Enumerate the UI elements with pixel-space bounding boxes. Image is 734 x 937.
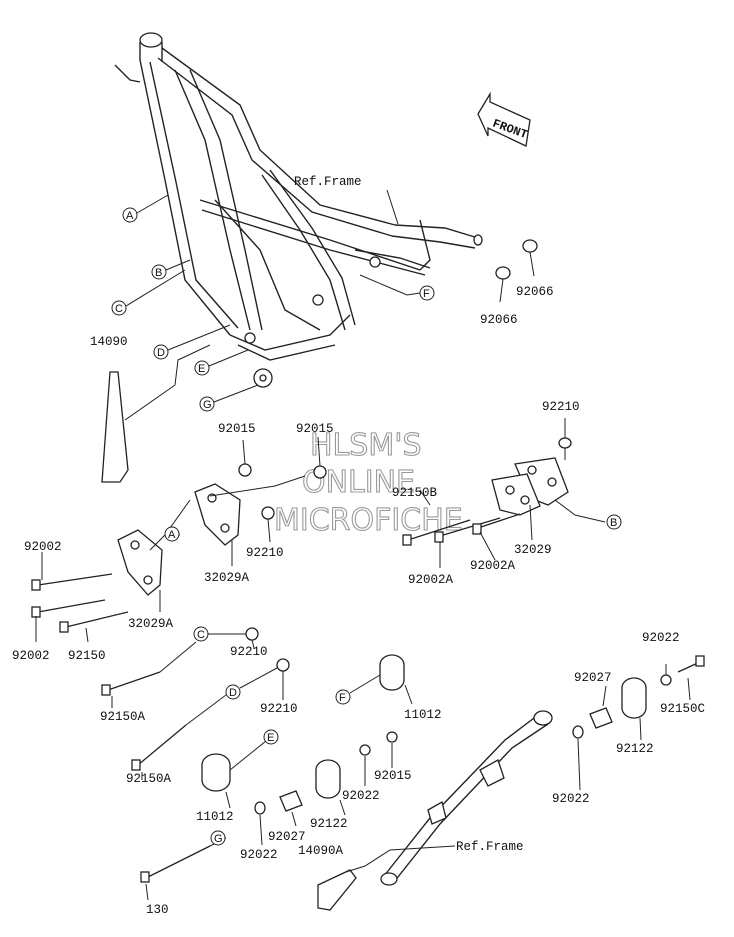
part-number: 11012 (404, 708, 442, 722)
part-number: 92022 (240, 848, 278, 862)
part-number: 32029 (514, 543, 552, 557)
frame-guard-14090 (101, 344, 211, 483)
plug-92066 (495, 239, 538, 303)
watermark-line: HLSM'S (310, 428, 422, 463)
callout-label: A (126, 210, 134, 222)
lower-frame-rail (317, 710, 553, 911)
callouts-bolts: C D (193, 626, 241, 700)
part-number: 92022 (342, 789, 380, 803)
part-number: 92122 (616, 742, 654, 756)
part-number: 92002 (12, 649, 50, 663)
part-number: 92002A (408, 573, 454, 587)
part-number: 92015 (374, 769, 412, 783)
part-number: 92122 (310, 817, 348, 831)
part-number: 92015 (296, 422, 334, 436)
part-number: 92210 (230, 645, 268, 659)
callouts-lower: F E G (210, 689, 351, 846)
engine-bracket-32029a (31, 436, 327, 643)
callout-label: G (214, 833, 223, 845)
right-hardware (572, 655, 705, 791)
part-number: 92210 (260, 702, 298, 716)
callout-label: G (203, 399, 212, 411)
part-number: 92027 (574, 671, 612, 685)
watermark: HLSM'S ONLINE MICROFICHE (273, 427, 463, 538)
part-number: 92002 (24, 540, 62, 554)
part-number: 14090 (90, 335, 128, 349)
part-number: 92150A (100, 710, 146, 724)
engine-bracket-32029 (402, 418, 606, 568)
callout-a-lower: A (164, 526, 180, 542)
callout-label: B (155, 267, 162, 279)
spacers-collars (140, 654, 413, 901)
part-number: 11012 (196, 810, 234, 824)
part-number: 92002A (470, 559, 516, 573)
part-number: 92150B (392, 486, 438, 500)
callout-label: C (197, 629, 205, 641)
part-number: 14090A (298, 844, 344, 858)
part-number: 92210 (542, 400, 580, 414)
callout-label: D (229, 687, 237, 699)
callout-label: C (115, 303, 123, 315)
callout-label: E (198, 363, 205, 375)
callout-label: B (610, 517, 617, 529)
part-number: 92022 (552, 792, 590, 806)
front-direction-arrow: FRONT (477, 91, 531, 147)
callout-label: A (168, 529, 176, 541)
part-number: 92066 (480, 313, 518, 327)
callout-label: D (157, 347, 165, 359)
callouts-frame: A B C D E F G (111, 194, 435, 412)
part-number: 92150 (68, 649, 106, 663)
callout-label: F (423, 288, 430, 300)
ref-frame-label-bottom: Ref.Frame (456, 840, 524, 854)
part-number: 92150A (126, 772, 172, 786)
frame-drawing (114, 32, 483, 388)
through-bolts (101, 627, 290, 780)
part-number: 32029A (204, 571, 250, 585)
callout-label: F (339, 692, 346, 704)
part-number: 92022 (642, 631, 680, 645)
watermark-line: ONLINE (302, 465, 415, 500)
part-number: 32029A (128, 617, 174, 631)
callout-label: E (267, 732, 274, 744)
ref-frame-label-top: Ref.Frame (294, 175, 362, 189)
part-number: 92066 (516, 285, 554, 299)
part-number: 92027 (268, 830, 306, 844)
part-number: 92210 (246, 546, 284, 560)
part-number: 92015 (218, 422, 256, 436)
part-number: 92150C (660, 702, 705, 716)
part-number: 130 (146, 903, 169, 917)
callout-b-lower: B (606, 514, 622, 530)
